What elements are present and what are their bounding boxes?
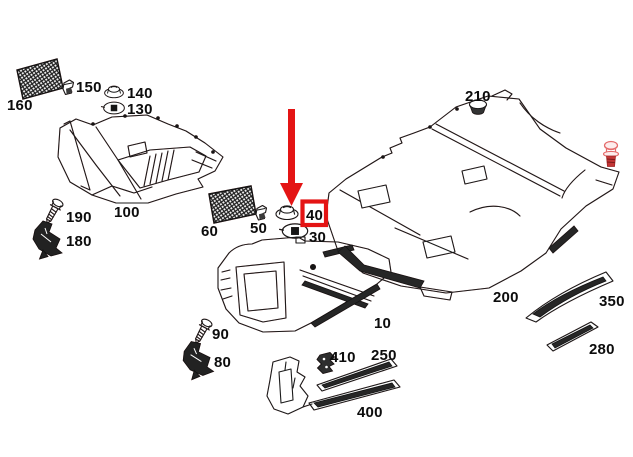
part-label-350[interactable]: 350 [599,293,625,310]
part-label-50[interactable]: 50 [250,220,267,237]
part-label-250[interactable]: 250 [371,347,397,364]
part-label-100[interactable]: 100 [114,204,140,221]
part-label-410[interactable]: 410 [330,349,356,366]
part-label-40[interactable]: 40 [306,207,323,224]
part-label-130[interactable]: 130 [127,101,153,118]
part-60-pad-icon [208,185,257,224]
part-label-400[interactable]: 400 [357,404,383,421]
part-label-200[interactable]: 200 [493,289,519,306]
part-label-90[interactable]: 90 [212,326,229,343]
part-280-strip-icon [546,321,599,352]
part-130-plug-icon [100,101,125,115]
part-label-150[interactable]: 150 [76,79,102,96]
part-90-screw-icon [190,317,214,347]
part-label-210[interactable]: 210 [465,88,491,105]
part-50-clip-icon [255,204,268,221]
part-400-strip-and-pillar-trim [266,356,401,415]
part-250-strip-icon [316,358,398,392]
callout-labels: 160 150 140 130 100 190 180 60 50 40 30 … [7,79,625,421]
part-label-160[interactable]: 160 [7,97,33,114]
highlight-arrow [280,109,303,206]
part-80-bracket-icon [180,339,215,381]
part-410-clip-icon [316,352,336,375]
part-350-strip-icon [525,271,614,323]
red-screw-fastener-icon [602,140,620,167]
highlight-box [300,199,329,228]
part-160-pad-icon [16,58,64,100]
part-140-grommet-icon [104,85,124,99]
part-label-280[interactable]: 280 [589,341,615,358]
part-label-140[interactable]: 140 [127,85,153,102]
part-100-mat-drawing [57,114,224,204]
part-40-grommet-icon [275,205,299,221]
part-label-180[interactable]: 180 [66,233,92,250]
part-label-10[interactable]: 10 [374,315,391,332]
part-label-190[interactable]: 190 [66,209,92,226]
part-180-bracket-icon [32,220,63,260]
part-label-30[interactable]: 30 [309,229,326,246]
part-label-60[interactable]: 60 [201,223,218,240]
part-10-mat-drawing [217,236,392,333]
part-200-carpet-drawing [325,89,620,301]
part-label-80[interactable]: 80 [214,354,231,371]
part-150-clip-icon [62,79,75,96]
